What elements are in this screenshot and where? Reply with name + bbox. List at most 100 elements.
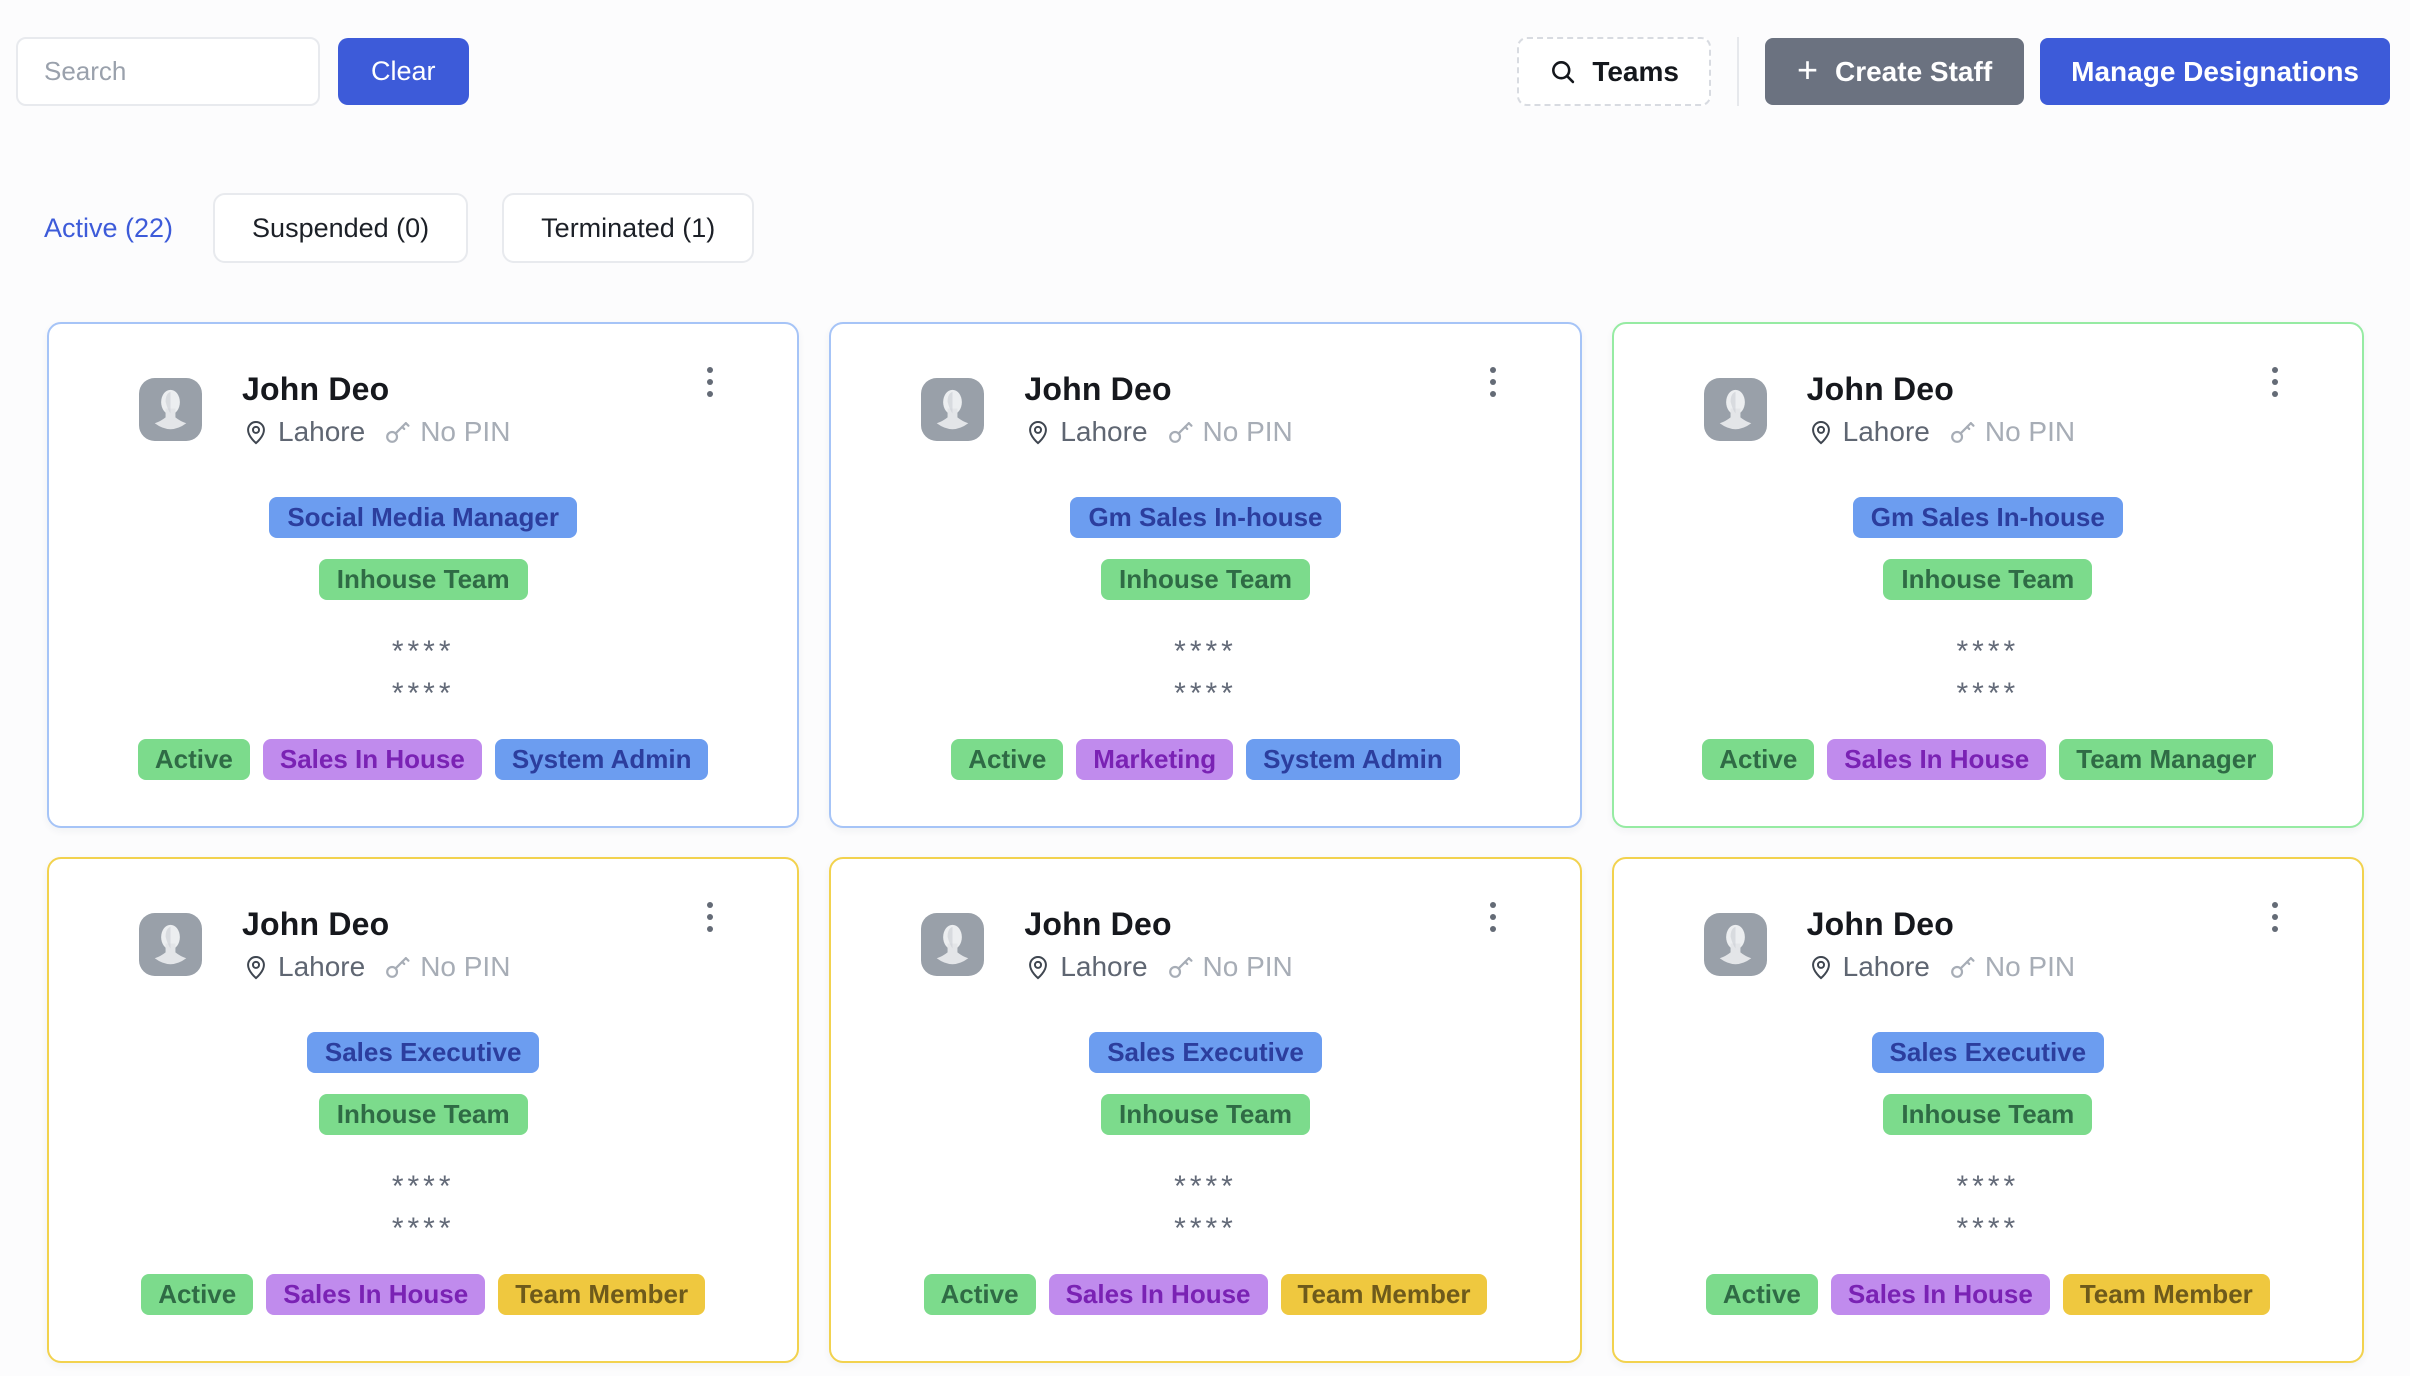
pin-status: No PIN xyxy=(420,951,511,982)
team-badge: Inhouse Team xyxy=(1883,559,2093,600)
masked-pin-row: **** xyxy=(1174,635,1237,668)
staff-location: Lahore xyxy=(278,416,366,447)
status-tag: Team Member xyxy=(2062,1274,2270,1315)
staff-identity: John Deo Lahore xyxy=(1024,371,1292,448)
kebab-menu-button[interactable] xyxy=(1482,359,1504,405)
search-input[interactable] xyxy=(16,37,320,106)
status-tag: Marketing xyxy=(1076,739,1234,780)
clear-button[interactable]: Clear xyxy=(338,38,469,105)
key-icon xyxy=(383,953,411,981)
pin-status: No PIN xyxy=(420,416,511,447)
staff-meta: Lahore No PIN xyxy=(1807,416,2075,448)
key-icon xyxy=(1166,418,1194,446)
team-badge: Inhouse Team xyxy=(318,559,528,600)
teams-button[interactable]: Teams xyxy=(1517,37,1711,106)
avatar xyxy=(921,913,985,976)
team-badge: Inhouse Team xyxy=(318,1094,528,1135)
staff-meta: Lahore No PIN xyxy=(1024,951,1293,983)
avatar xyxy=(921,378,985,441)
topbar-left: Clear xyxy=(16,37,469,106)
staff-name: John Deo xyxy=(1806,906,1955,942)
staff-location: Lahore xyxy=(1060,951,1148,982)
designation-badge: Gm Sales In-house xyxy=(1852,497,2123,538)
tab-suspended[interactable]: Suspended (0) xyxy=(213,193,469,263)
designation-badge: Sales Executive xyxy=(306,1032,540,1073)
kebab-menu-button[interactable] xyxy=(699,894,721,940)
status-tag: Team Member xyxy=(1280,1274,1488,1315)
teams-button-label: Teams xyxy=(1592,55,1679,87)
status-tag: System Admin xyxy=(494,739,709,780)
staff-name: John Deo xyxy=(242,906,390,942)
pin-status: No PIN xyxy=(1202,951,1293,982)
masked-pin-row: **** xyxy=(391,635,455,668)
designation-badge: Sales Executive xyxy=(1871,1032,2105,1073)
tab-active[interactable]: Active (22) xyxy=(44,213,179,244)
status-tag: Active xyxy=(141,1274,254,1315)
staff-identity: John Deo Lahore xyxy=(1024,906,1292,983)
card-header: John Deo Lahore xyxy=(49,859,797,983)
topbar: Clear Teams + Create Staff Manage Design… xyxy=(0,0,2410,106)
key-icon xyxy=(1948,953,1976,981)
masked-pin-row: **** xyxy=(391,677,455,710)
masked-pin-row: **** xyxy=(1174,677,1237,710)
card-header: John Deo Lahore xyxy=(1614,859,2362,983)
create-staff-label: Create Staff xyxy=(1834,55,1993,87)
location-pin-icon xyxy=(1807,418,1835,446)
kebab-menu-button[interactable] xyxy=(2264,359,2286,405)
team-badge: Inhouse Team xyxy=(1101,1094,1310,1135)
kebab-menu-button[interactable] xyxy=(1482,894,1504,940)
designation-badge: Sales Executive xyxy=(1089,1032,1322,1073)
staff-card: John Deo Lahore xyxy=(47,857,800,1363)
staff-card: John Deo Lahore xyxy=(829,857,1582,1363)
masked-pin-row: **** xyxy=(391,1170,455,1203)
staff-location: Lahore xyxy=(1060,416,1148,447)
key-icon xyxy=(383,418,411,446)
staff-location: Lahore xyxy=(1842,951,1930,982)
staff-name: John Deo xyxy=(1024,906,1172,942)
toolbar-divider xyxy=(1736,37,1739,106)
location-pin-icon xyxy=(242,418,270,446)
staff-identity: John Deo Lahore xyxy=(1807,371,2075,448)
key-icon xyxy=(1948,418,1976,446)
staff-card: John Deo Lahore xyxy=(1611,857,2364,1363)
masked-pin-row: **** xyxy=(1956,635,2020,668)
designation-badge: Gm Sales In-house xyxy=(1070,497,1341,538)
team-badge: Inhouse Team xyxy=(1883,1094,2093,1135)
card-header: John Deo Lahore xyxy=(49,324,797,448)
kebab-menu-button[interactable] xyxy=(699,359,721,405)
masked-pin-row: **** xyxy=(1174,1170,1237,1203)
avatar xyxy=(1703,378,1767,441)
team-badge: Inhouse Team xyxy=(1101,559,1310,600)
staff-identity: John Deo Lahore xyxy=(1807,906,2075,983)
status-tag: System Admin xyxy=(1246,739,1460,780)
status-tag: Active xyxy=(137,739,250,780)
avatar xyxy=(1703,913,1767,976)
card-header: John Deo Lahore xyxy=(831,324,1579,448)
manage-designations-button[interactable]: Manage Designations xyxy=(2040,38,2390,105)
plus-icon: + xyxy=(1796,48,1818,90)
masked-pin-row: **** xyxy=(1174,1212,1237,1245)
staff-card: John Deo Lahore xyxy=(47,322,800,828)
card-header: John Deo Lahore xyxy=(831,859,1579,983)
tab-terminated[interactable]: Terminated (1) xyxy=(502,193,755,263)
staff-meta: Lahore No PIN xyxy=(1024,416,1293,448)
staff-identity: John Deo Lahore xyxy=(242,906,510,983)
location-pin-icon xyxy=(1024,953,1052,981)
masked-pin-row: **** xyxy=(1956,677,2020,710)
staff-meta: Lahore No PIN xyxy=(242,416,510,448)
staff-location: Lahore xyxy=(278,951,366,982)
masked-pin-row: **** xyxy=(1956,1170,2020,1203)
status-tag: Active xyxy=(923,1274,1036,1315)
key-icon xyxy=(1166,953,1194,981)
kebab-menu-button[interactable] xyxy=(2264,894,2286,940)
status-tag: Sales In House xyxy=(1830,1274,2050,1315)
create-staff-button[interactable]: + Create Staff xyxy=(1764,38,2025,105)
pin-status: No PIN xyxy=(1202,416,1293,447)
staff-card: John Deo Lahore xyxy=(1611,322,2364,828)
designation-badge: Social Media Manager xyxy=(269,497,577,538)
status-tag: Active xyxy=(1705,1274,1818,1315)
search-icon xyxy=(1549,58,1577,86)
